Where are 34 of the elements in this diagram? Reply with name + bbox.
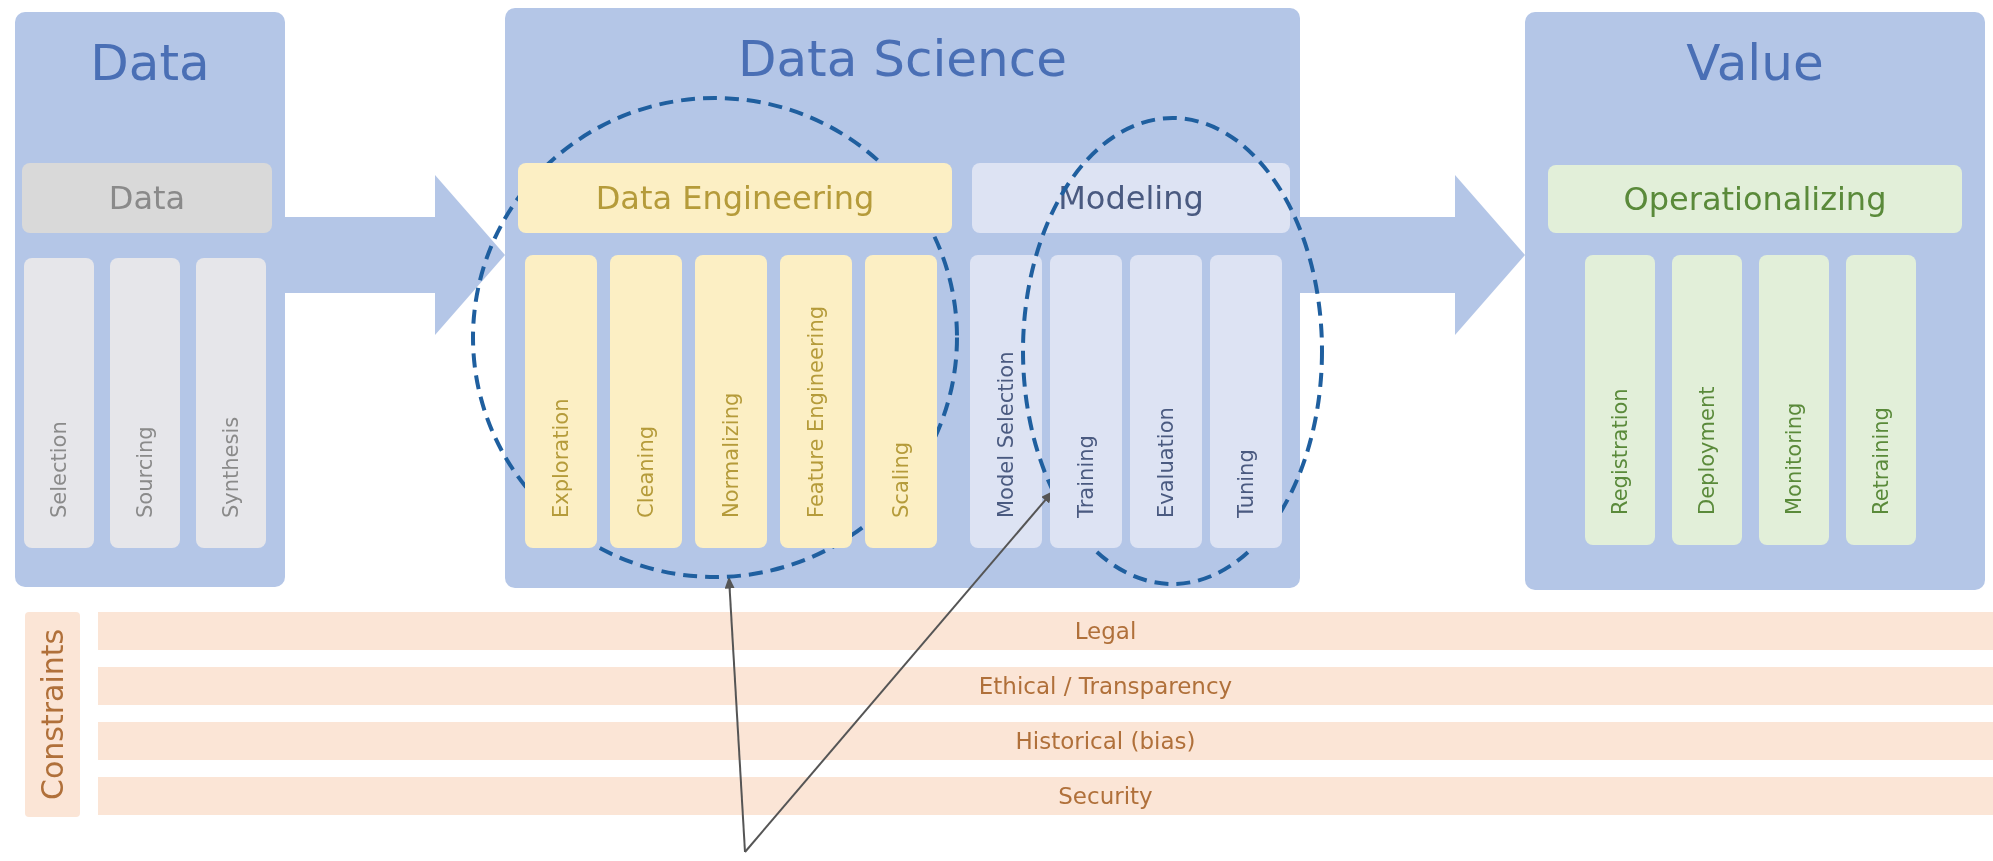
- constraints-tag: Constraints: [25, 612, 80, 817]
- step-column: Evaluation: [1130, 255, 1202, 548]
- step-column: Monitoring: [1759, 255, 1829, 545]
- step-column: Normalizing: [695, 255, 767, 548]
- section-header: Data: [22, 163, 272, 233]
- section-header: Data Engineering: [518, 163, 952, 233]
- constraint-band: Legal: [98, 612, 1993, 650]
- step-column: Feature Engineering: [780, 255, 852, 548]
- dashed-loop: [470, 95, 960, 580]
- step-column: Tuning: [1210, 255, 1282, 548]
- step-column: Model Selection: [970, 255, 1042, 548]
- step-column: Registration: [1585, 255, 1655, 545]
- constraint-band: Historical (bias): [98, 722, 1993, 760]
- step-column: Cleaning: [610, 255, 682, 548]
- step-column: Training: [1050, 255, 1122, 548]
- step-column: Exploration: [525, 255, 597, 548]
- section-header: Modeling: [972, 163, 1290, 233]
- step-column: Scaling: [865, 255, 937, 548]
- block-arrow: [285, 175, 505, 335]
- constraint-band: Security: [98, 777, 1993, 815]
- panel-title: Data Science: [737, 30, 1068, 88]
- constraint-band: Ethical / Transparency: [98, 667, 1993, 705]
- section-header: Operationalizing: [1548, 165, 1962, 233]
- step-column: Retraining: [1846, 255, 1916, 545]
- step-column: Deployment: [1672, 255, 1742, 545]
- step-column: Selection: [24, 258, 94, 548]
- panel-title: Value: [1686, 34, 1824, 92]
- step-column: Sourcing: [110, 258, 180, 548]
- stage-panel: [15, 12, 285, 587]
- dashed-loop: [1020, 115, 1325, 587]
- step-column: Synthesis: [196, 258, 266, 548]
- panel-title: Data: [90, 34, 210, 92]
- stage-panel: [1525, 12, 1985, 590]
- block-arrow: [1300, 175, 1525, 335]
